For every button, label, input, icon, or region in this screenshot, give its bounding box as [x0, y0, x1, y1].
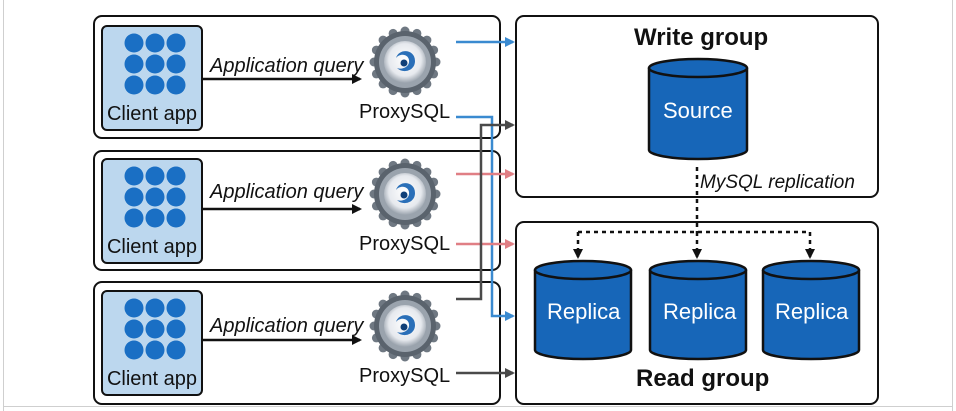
client-app-label: Client app — [106, 368, 198, 390]
proxy3-to-write-arrow — [456, 120, 515, 301]
proxysql-label: ProxySQL — [359, 365, 451, 387]
frame-left-border — [3, 0, 4, 411]
replication-label: MySQL replication — [700, 172, 855, 193]
source-db-cylinder — [647, 57, 749, 161]
frame-bottom-border — [3, 406, 953, 407]
proxysql-gear-icon — [369, 158, 441, 230]
dot-grid-icon — [124, 298, 186, 360]
replica-db-label: Replica — [775, 299, 849, 324]
client-app-label: Client app — [106, 236, 198, 258]
client-app-1: Client app — [101, 25, 203, 131]
write-group-title: Write group — [634, 24, 769, 51]
proxysql-label: ProxySQL — [359, 101, 451, 123]
dot-grid-icon — [124, 33, 186, 95]
proxy1-to-read-arrow — [456, 115, 515, 321]
client-app-2: Client app — [101, 158, 203, 264]
replica-db-cylinder-3 — [761, 259, 861, 361]
dot-grid-icon — [124, 166, 186, 228]
application-query-label: Application query — [210, 181, 364, 203]
source-db-label: Source — [663, 98, 733, 123]
read-group-title: Read group — [636, 365, 770, 392]
replica-db-label: Replica — [547, 299, 621, 324]
client-app-3: Client app — [101, 290, 203, 396]
proxysql-gear-icon — [369, 26, 441, 98]
frame-right-border — [952, 0, 953, 411]
client-app-label: Client app — [106, 103, 198, 125]
replica-db-label: Replica — [663, 299, 737, 324]
replica-db-cylinder-1 — [533, 259, 633, 361]
proxysql-label: ProxySQL — [359, 233, 451, 255]
application-query-label: Application query — [210, 315, 364, 337]
replica-db-cylinder-2 — [648, 259, 748, 361]
proxysql-gear-icon — [369, 290, 441, 362]
application-query-label: Application query — [210, 55, 364, 77]
